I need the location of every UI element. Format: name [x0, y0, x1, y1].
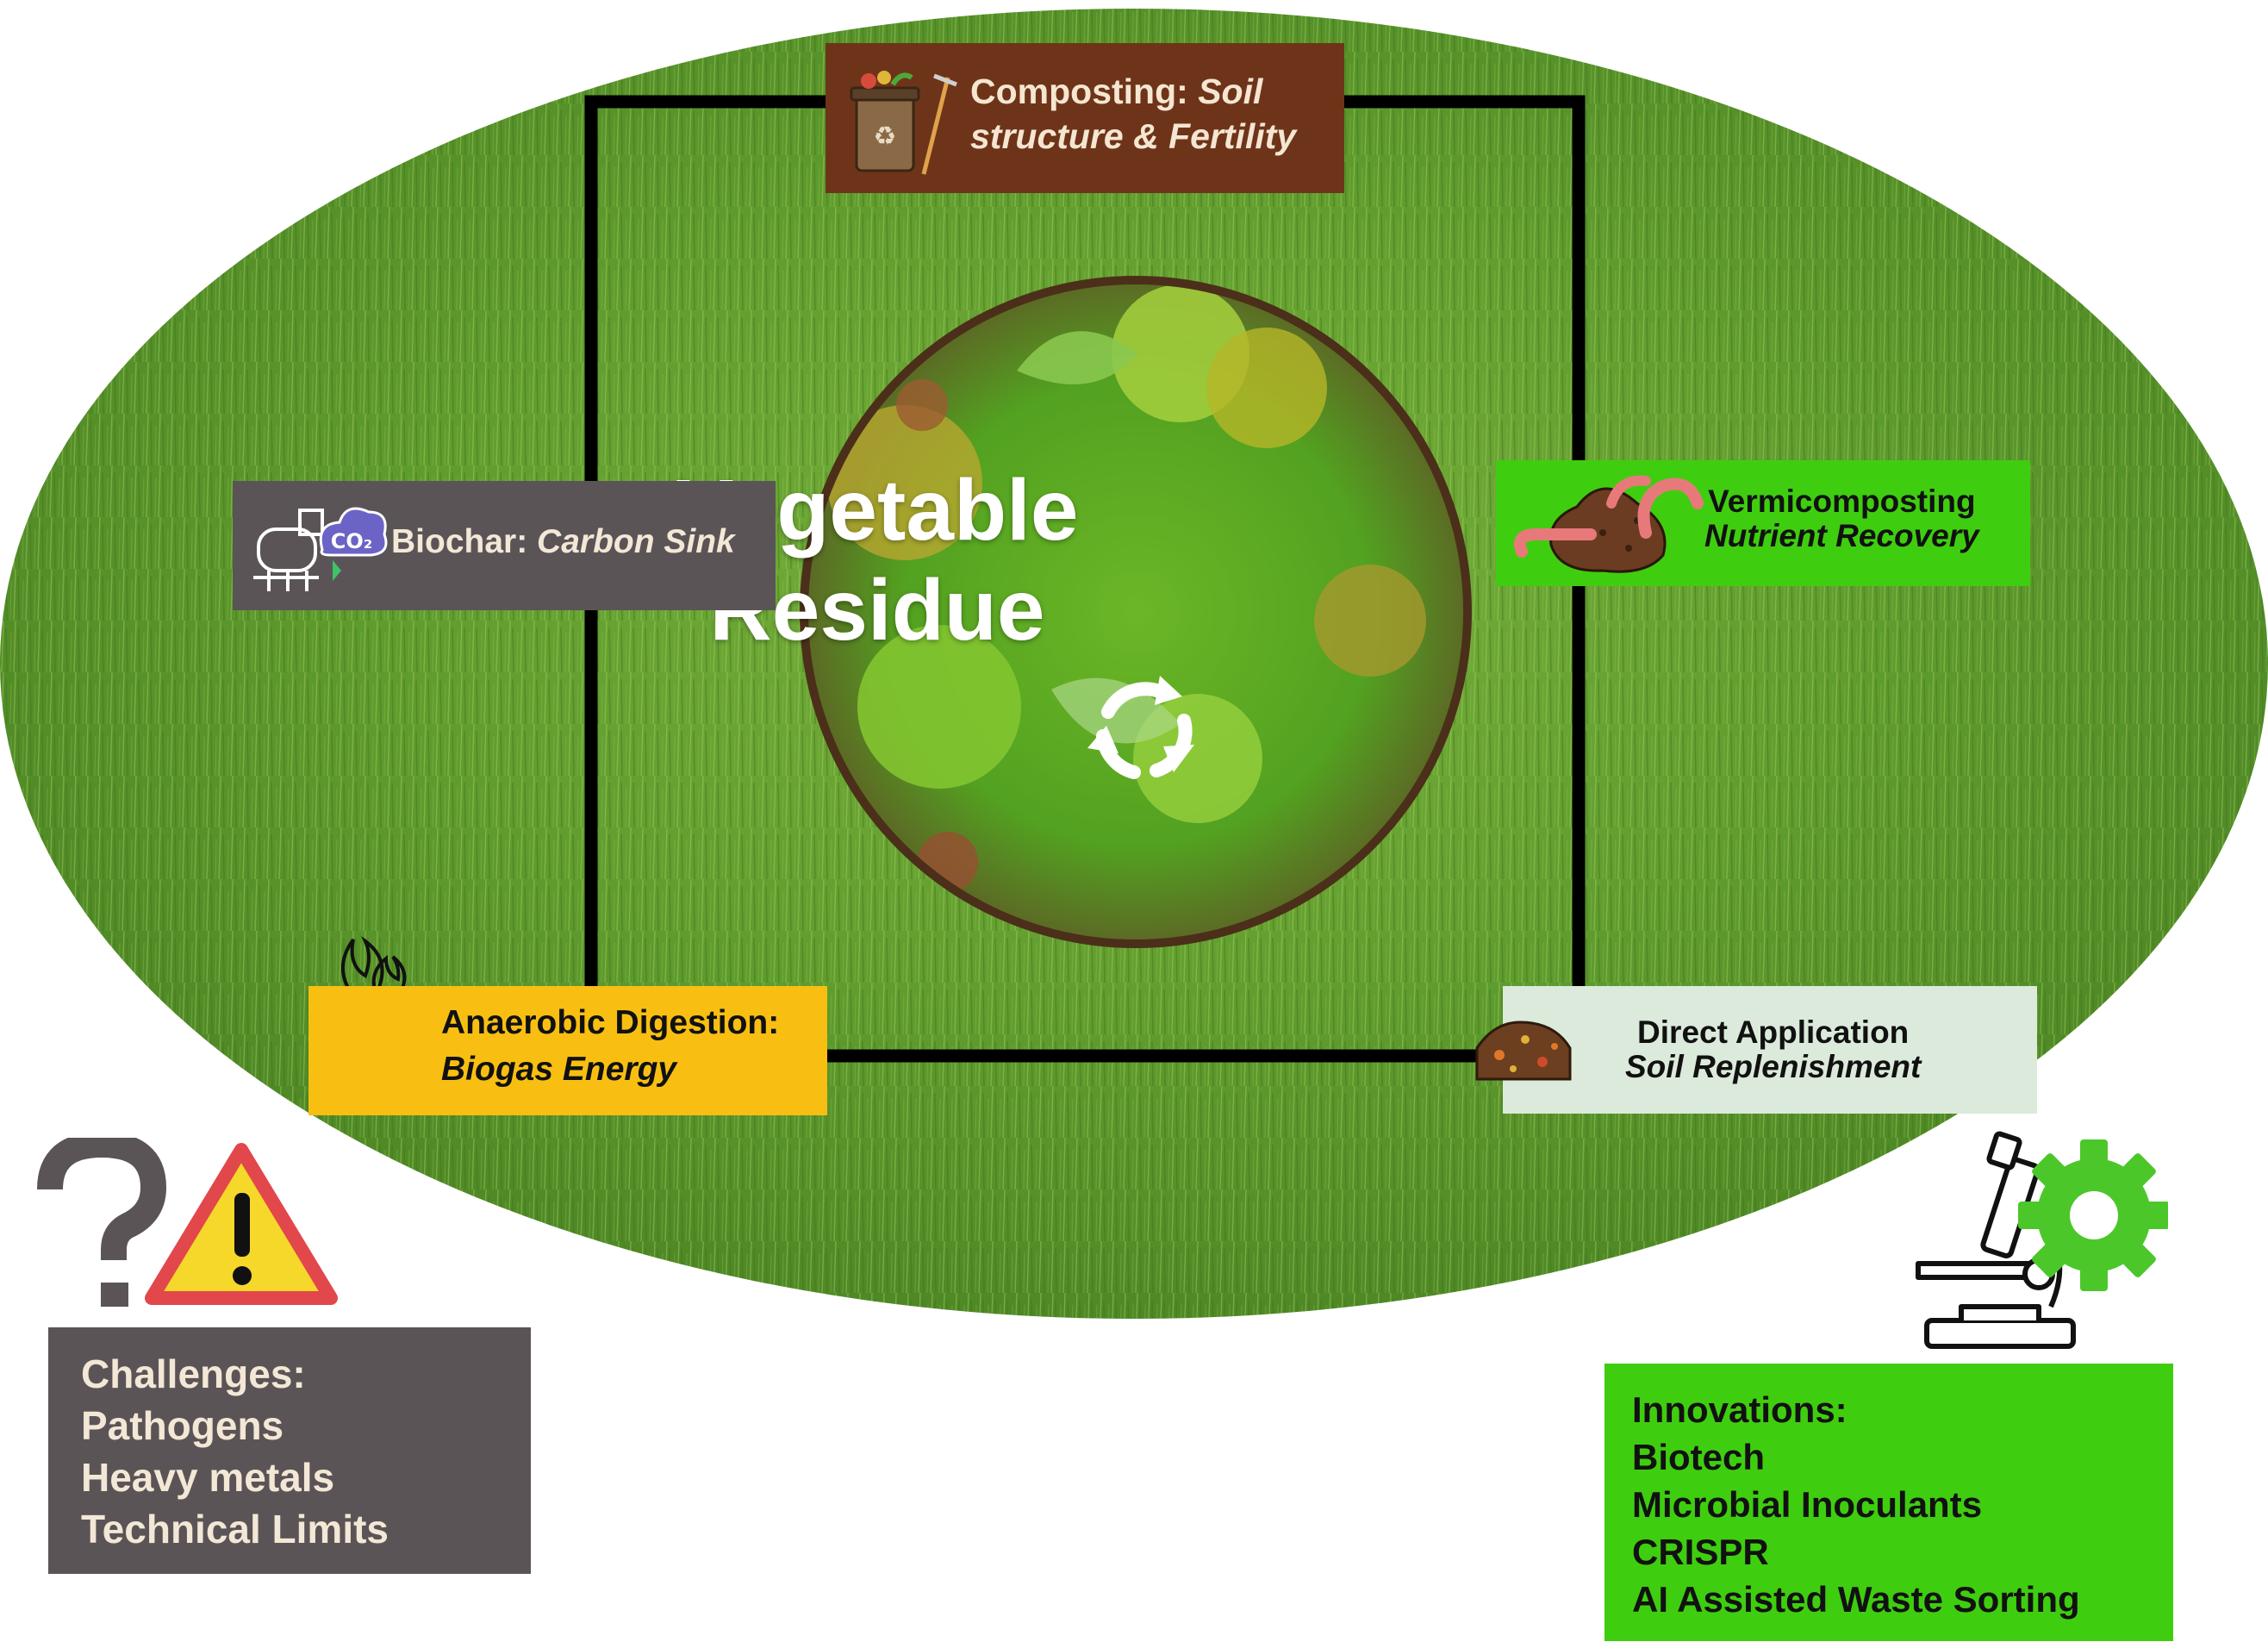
- question-mark-icon: [37, 1138, 167, 1307]
- direct-subtitle: Soil Replenishment: [1625, 1049, 1922, 1084]
- innovations-title: Innovations:: [1632, 1389, 1847, 1430]
- innovation-icons: [1916, 1131, 2168, 1349]
- challenges-icons: [37, 1138, 338, 1307]
- vermicomposting-node: Vermicomposting Nutrient Recovery: [1496, 460, 2030, 586]
- soil-pile-icon: [1475, 1021, 1572, 1081]
- warning-triangle-icon: [145, 1143, 338, 1305]
- innovation-item: Microbial Inoculants: [1632, 1484, 1983, 1525]
- svg-text:♻: ♻: [874, 122, 897, 152]
- innovation-item: CRISPR: [1632, 1532, 1769, 1572]
- innovation-item: AI Assisted Waste Sorting: [1632, 1579, 2080, 1620]
- composting-title: Composting:: [970, 72, 1199, 111]
- vermicomposting-title: Vermicomposting: [1708, 484, 1976, 519]
- innovation-item: Biotech: [1632, 1437, 1766, 1477]
- biochar-subtitle: Carbon Sink: [537, 523, 735, 560]
- center-title: Vegetable Residue: [619, 460, 1136, 660]
- biochar-node: CO₂ Biochar: Carbon Sink: [233, 481, 776, 610]
- composting-node: ♻ Composting: Soil structure & Fertility: [826, 43, 1344, 193]
- challenge-item: Pathogens: [81, 1403, 284, 1448]
- co2-label: CO₂: [331, 529, 373, 553]
- biochar-title: Biochar:: [391, 523, 538, 560]
- vermicomposting-subtitle: Nutrient Recovery: [1704, 518, 1979, 553]
- gear-icon: [2018, 1139, 2168, 1291]
- direct-application-node: Direct Application Soil Replenishment: [1503, 986, 2037, 1114]
- challenges-title: Challenges:: [81, 1351, 306, 1396]
- anaerobic-title: Anaerobic Digestion:: [441, 1004, 780, 1041]
- anaerobic-subtitle: Biogas Energy: [441, 1051, 677, 1088]
- earthworm-soil-icon: [1514, 475, 1704, 573]
- innovations-box: Innovations: Biotech Microbial Inoculant…: [1604, 1364, 2173, 1641]
- challenges-box: Challenges: Pathogens Heavy metals Techn…: [48, 1327, 531, 1574]
- composting-subtitle-part2: structure & Fertility: [970, 116, 1297, 156]
- vegetable-residue-disk: [800, 276, 1472, 948]
- challenge-item: Heavy metals: [81, 1455, 335, 1500]
- anaerobic-digestion-node: Anaerobic Digestion: Biogas Energy: [308, 986, 827, 1115]
- recycle-icon: [1087, 676, 1194, 779]
- compost-bin-rake-icon: ♻: [850, 71, 957, 175]
- direct-title: Direct Application: [1637, 1014, 1910, 1050]
- biochar-kiln-co2-icon: CO₂: [253, 507, 388, 591]
- challenge-item: Technical Limits: [81, 1507, 389, 1551]
- composting-subtitle-part1: Soil: [1198, 72, 1263, 111]
